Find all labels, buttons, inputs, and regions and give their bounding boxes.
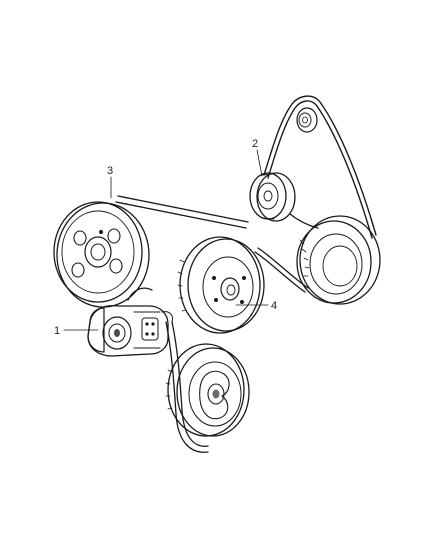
callout-3: 3	[107, 165, 113, 177]
callout-1: 1	[54, 325, 60, 337]
belt-tensioner	[87, 304, 173, 357]
callout-4: 4	[271, 300, 277, 312]
power-steering-pulley	[296, 215, 381, 305]
alternator-pulley-center	[177, 236, 265, 334]
leader-line-2	[256, 149, 263, 177]
idler-pulley	[249, 172, 296, 222]
crankshaft-damper-pulley	[165, 343, 250, 437]
serpentine-belt	[115, 95, 377, 453]
callout-leaders	[63, 149, 269, 331]
callout-2: 2	[252, 138, 258, 150]
upper-idler-pulley	[296, 107, 318, 133]
